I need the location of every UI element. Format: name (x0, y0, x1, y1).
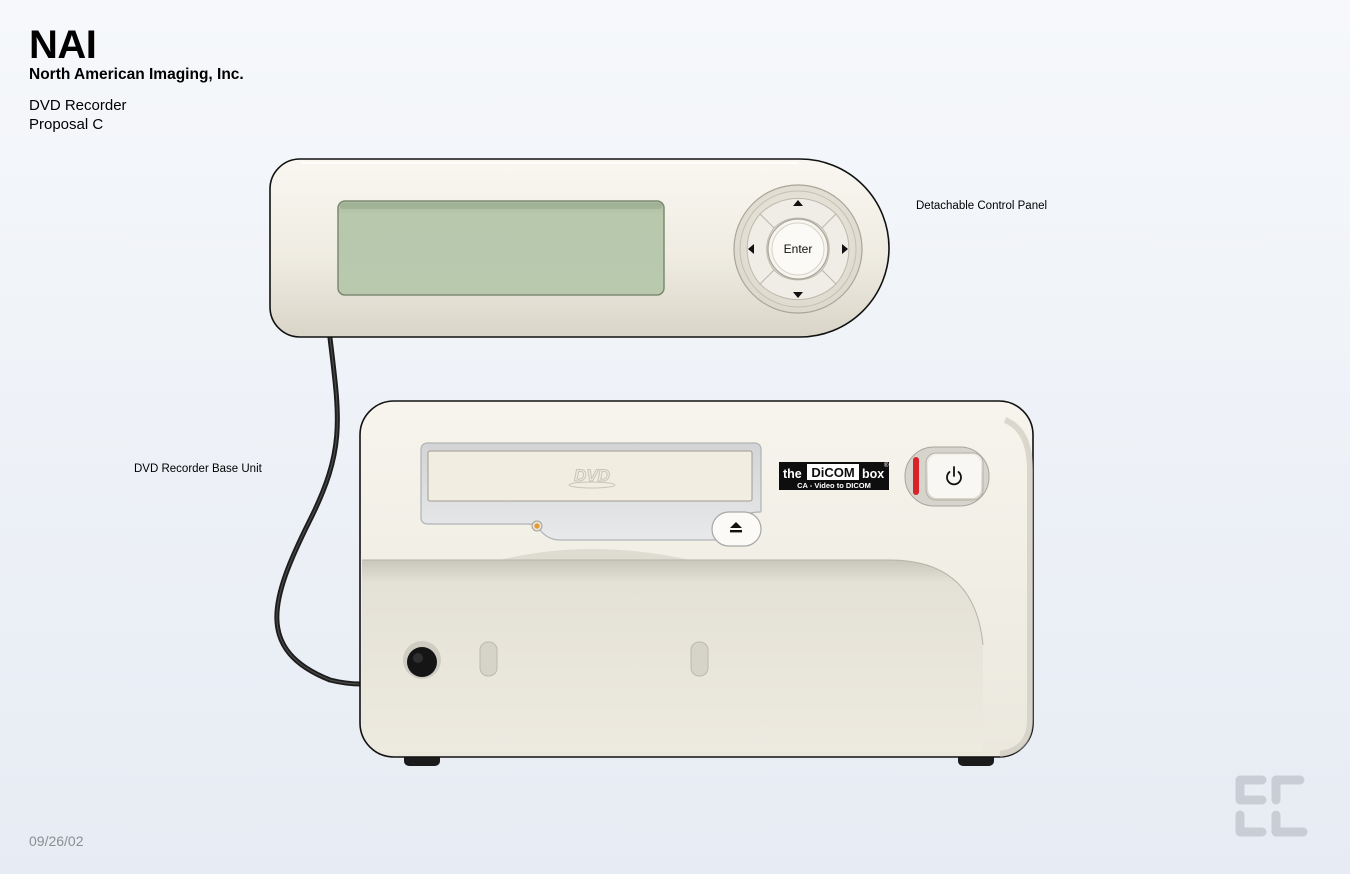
vent-slot-left (479, 641, 498, 677)
eject-icon (730, 522, 742, 533)
brand-title: NAI (29, 23, 97, 67)
control-cable-port (403, 641, 441, 679)
proposal-label: Proposal C (29, 116, 104, 133)
badge-subtitle: CA - Video to DICOM (797, 481, 871, 490)
arrow-down-icon (793, 292, 803, 298)
dicom-box-badge: the DiCOM box ® CA - Video to DICOM (779, 462, 889, 490)
dvd-logo: DVD (574, 466, 610, 485)
vent-slot-right (690, 641, 709, 677)
badge-box: box (862, 467, 884, 481)
tray-door (427, 450, 753, 502)
disc-tray: DVD (420, 442, 762, 541)
designer-logo-icon (1235, 775, 1308, 837)
power-led (913, 457, 919, 495)
arrow-right-icon (842, 244, 848, 254)
enter-button[interactable]: Enter (767, 218, 829, 280)
arrow-left-icon (748, 244, 754, 254)
badge-the: the (783, 467, 802, 481)
power-icon (946, 466, 962, 486)
dpad-right-button[interactable] (821, 213, 850, 285)
arrow-up-icon (793, 200, 803, 206)
base-unit-callout: DVD Recorder Base Unit (134, 463, 262, 475)
power-button[interactable] (925, 452, 984, 501)
badge-registered: ® (884, 462, 889, 469)
company-name: North American Imaging, Inc. (29, 66, 244, 83)
dpad-left-button[interactable] (746, 213, 775, 285)
enter-label: Enter (784, 242, 813, 256)
dvd-recorder-base-unit: DVD the DiCOM box ® CA - Video to DICOM (359, 400, 1034, 766)
drawing-date: 09/26/02 (29, 833, 84, 849)
product-name: DVD Recorder (29, 97, 127, 114)
lower-front-recess (362, 560, 983, 752)
detachable-control-panel: Enter (269, 158, 890, 338)
control-panel-callout: Detachable Control Panel (916, 200, 1048, 212)
badge-dicom: DiCOM (811, 465, 854, 480)
lcd-display (337, 200, 665, 296)
eject-button[interactable] (711, 511, 762, 547)
